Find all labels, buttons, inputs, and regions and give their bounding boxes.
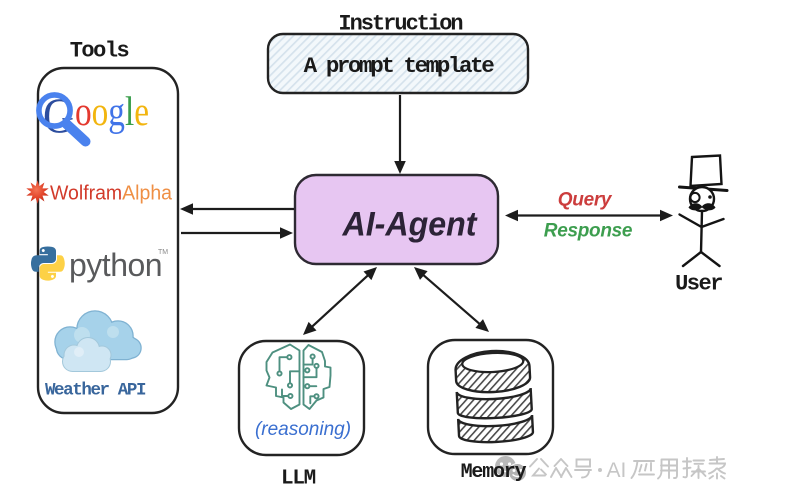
- svg-text:LLM: LLM: [281, 468, 316, 491]
- svg-text:A prompt template: A prompt template: [304, 53, 495, 79]
- svg-text:Query: Query: [558, 190, 613, 211]
- svg-text:oogle: oogle: [75, 88, 149, 134]
- svg-text:Memory: Memory: [461, 461, 527, 484]
- svg-text:Tools: Tools: [70, 39, 129, 64]
- svg-text:AI-Agent: AI-Agent: [342, 206, 479, 244]
- svg-text:AI: AI: [607, 459, 627, 482]
- svg-text:Weather API: Weather API: [45, 381, 146, 401]
- svg-text:TM: TM: [158, 249, 168, 256]
- svg-text:User: User: [675, 272, 722, 297]
- svg-text:python: python: [69, 247, 162, 283]
- svg-text:Instruction: Instruction: [338, 12, 462, 37]
- svg-text:WolframAlpha: WolframAlpha: [50, 183, 173, 205]
- svg-text:Response: Response: [544, 221, 633, 242]
- svg-text:(reasoning): (reasoning): [255, 419, 351, 440]
